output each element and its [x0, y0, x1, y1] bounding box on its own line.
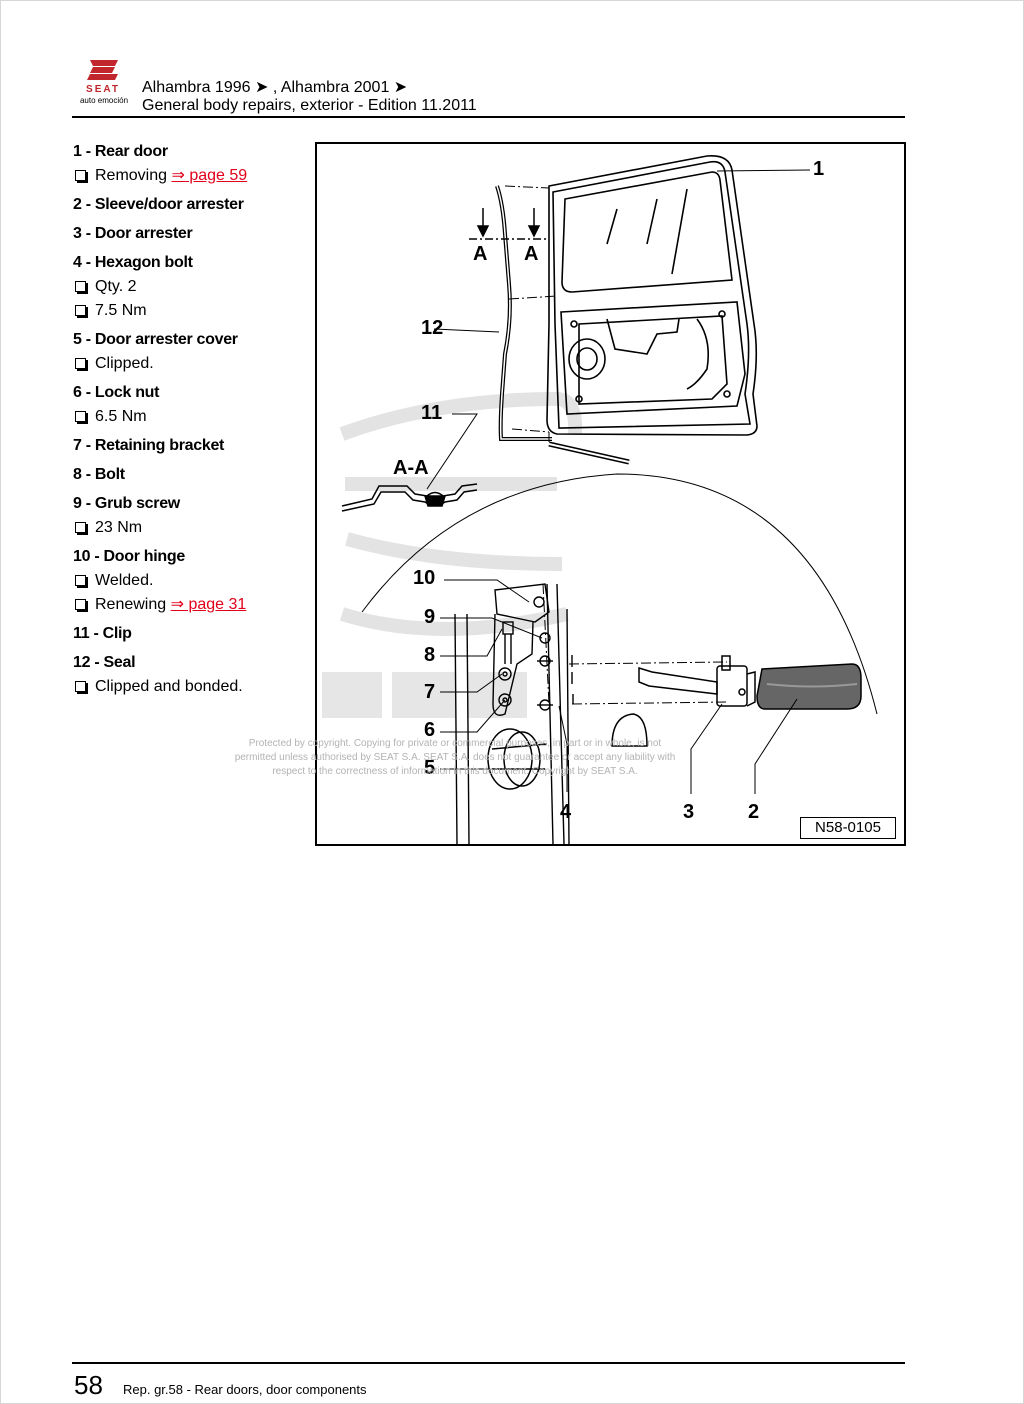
- callout-3: 3: [683, 801, 695, 823]
- callout-2: 2: [748, 801, 760, 823]
- figure-id: N58-0105: [800, 817, 896, 839]
- copyright-watermark: Protected by copyright. Copying for priv…: [200, 737, 710, 779]
- legend-item-8: 8 - Bolt: [73, 466, 125, 483]
- page-number: 58: [74, 1370, 103, 1400]
- checkbox-icon: [75, 281, 86, 292]
- seat-logo: SEAT auto emoción: [74, 58, 134, 108]
- legend-bullet: Removing ⇒ page 59: [73, 166, 313, 190]
- parts-legend: 1 - Rear door Removing ⇒ page 59 2 - Sle…: [73, 142, 313, 701]
- callout-4: 4: [560, 801, 572, 823]
- bullet-text: Welded.: [95, 572, 154, 589]
- legend-bullet: 7.5 Nm: [73, 301, 313, 325]
- header-divider: [72, 116, 905, 118]
- watermark-line: respect to the correctness of informatio…: [272, 766, 638, 777]
- callout-7: 7: [424, 681, 436, 703]
- section-marker-right: A: [524, 243, 539, 265]
- legend-bullet: Qty. 2: [73, 277, 313, 301]
- legend-item-2: 2 - Sleeve/door arrester: [73, 196, 244, 213]
- watermark-wordmark: [322, 672, 527, 718]
- legend-bullet: Clipped and bonded.: [73, 677, 313, 701]
- callout-10: 10: [413, 567, 436, 589]
- legend-item-7: 7 - Retaining bracket: [73, 437, 225, 454]
- checkbox-icon: [75, 358, 86, 369]
- section-label: A-A: [393, 457, 429, 479]
- bullet-text: Clipped.: [95, 355, 154, 372]
- callout-11: 11: [421, 402, 443, 424]
- callout-8: 8: [424, 644, 436, 666]
- footer-title: Rep. gr.58 - Rear doors, door components: [123, 1382, 367, 1397]
- bullet-text: 7.5 Nm: [95, 302, 147, 319]
- logo-tagline: auto emoción: [79, 96, 129, 105]
- callout-9: 9: [424, 606, 436, 628]
- bullet-text: Qty. 2: [95, 278, 137, 295]
- bullet-text: Removing: [95, 167, 172, 184]
- section-arrows: [469, 208, 547, 240]
- legend-item-4: 4 - Hexagon bolt: [73, 254, 193, 271]
- callout-5: 5: [424, 757, 436, 779]
- door-diagram: [322, 154, 878, 844]
- checkbox-icon: [75, 305, 86, 316]
- legend-bullet: Renewing ⇒ page 31: [73, 595, 313, 619]
- footer-divider: [72, 1362, 905, 1364]
- legend-bullet: 23 Nm: [73, 518, 313, 542]
- bullet-text: Renewing: [95, 596, 171, 613]
- rear-door: [546, 154, 758, 436]
- section-marker-left: A: [473, 243, 488, 265]
- legend-item-10: 10 - Door hinge: [73, 548, 185, 565]
- callout-12: 12: [421, 317, 444, 339]
- door-arrester-cover: [487, 728, 548, 790]
- watermark-logo: [339, 391, 583, 636]
- logo-wordmark: SEAT: [86, 84, 120, 95]
- legend-bullet: Welded.: [73, 571, 313, 595]
- detail-circle: [361, 473, 878, 715]
- legend-bullet: Clipped.: [73, 354, 313, 378]
- leader-lines: [426, 169, 811, 794]
- checkbox-icon: [75, 411, 86, 422]
- bullet-text: Clipped and bonded.: [95, 678, 243, 695]
- legend-item-1: 1 - Rear door: [73, 143, 168, 160]
- page-link[interactable]: ⇒ page 59: [171, 167, 248, 184]
- checkbox-icon: [75, 681, 86, 692]
- pillar-detail: [454, 583, 574, 844]
- legend-bullet: 6.5 Nm: [73, 407, 313, 431]
- legend-item-12: 12 - Seal: [73, 654, 136, 671]
- callout-1: 1: [813, 158, 825, 180]
- bullet-text: 23 Nm: [95, 519, 143, 536]
- callout-6: 6: [424, 719, 436, 741]
- legend-item-6: 6 - Lock nut: [73, 384, 160, 401]
- legend-item-5: 5 - Door arrester cover: [73, 331, 238, 348]
- checkbox-icon: [75, 575, 86, 586]
- checkbox-icon: [75, 170, 86, 181]
- door-arrester: [638, 655, 756, 707]
- watermark-line: permitted unless authorised by SEAT S.A.…: [234, 752, 676, 763]
- bullet-text: 6.5 Nm: [95, 408, 147, 425]
- legend-item-11: 11 - Clip: [73, 625, 132, 642]
- header-model-line: Alhambra 1996 ➤ , Alhambra 2001 ➤: [142, 79, 408, 96]
- checkbox-icon: [75, 599, 86, 610]
- header-manual-title: General body repairs, exterior - Edition…: [142, 97, 477, 114]
- exploded-view-figure: 1 12 11 A A A-A 10 9 8 7 6 5 4 3 2 N58-0…: [315, 142, 906, 846]
- legend-item-3: 3 - Door arrester: [73, 225, 193, 242]
- page-link[interactable]: ⇒ page 31: [170, 596, 247, 613]
- checkbox-icon: [75, 522, 86, 533]
- legend-item-9: 9 - Grub screw: [73, 495, 180, 512]
- watermark-line: Protected by copyright. Copying for priv…: [248, 738, 662, 749]
- section-view: [341, 483, 478, 512]
